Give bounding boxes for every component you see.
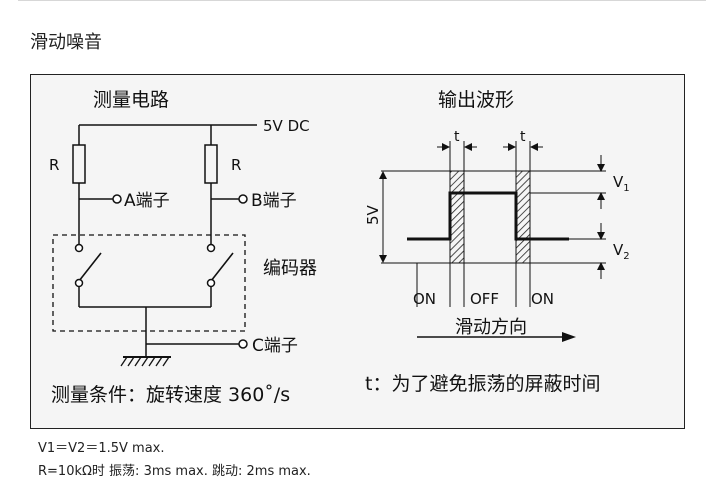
on-right-label: ON — [531, 290, 554, 308]
direction-label: 滑动方向 — [455, 317, 527, 338]
supply-label: 5V DC — [263, 117, 310, 135]
encoder-label: 编码器 — [263, 258, 317, 279]
output-waveform: 输出波形 t t — [364, 89, 630, 395]
diagram-svg: 测量电路 5V DC R A端子 R B端子 编码器 — [49, 89, 630, 406]
left-switch-contact-top — [74, 243, 84, 253]
hatch-band-left — [449, 170, 465, 264]
on-left-label: ON — [413, 290, 436, 308]
terminal-c-node — [238, 339, 248, 349]
right-switch-contact-bottom — [206, 278, 216, 288]
t-marker-right: t — [503, 129, 543, 151]
t-label-left: t — [454, 129, 460, 145]
ground-symbol — [120, 356, 171, 367]
measurement-circuit: 测量电路 5V DC R A端子 R B端子 编码器 — [49, 89, 317, 406]
output-signal — [407, 191, 569, 241]
measurement-condition: 测量条件：旋转速度 360˚/s — [51, 384, 290, 406]
top-divider — [18, 0, 706, 1]
waveform-title: 输出波形 — [438, 89, 514, 111]
terminal-b-node — [238, 194, 248, 204]
amplitude-label: 5V — [364, 204, 382, 225]
spec-line-1: V1＝V2＝1.5V max. — [38, 441, 165, 456]
v1-label: V1 — [613, 173, 630, 194]
terminal-c-label: C端子 — [252, 336, 298, 356]
blanking-note: t：为了避免振荡的屏蔽时间 — [365, 373, 600, 395]
left-switch-blade — [78, 252, 102, 282]
terminal-a-label: A端子 — [124, 191, 170, 211]
hatch-band-right — [515, 170, 531, 264]
circuit-title: 测量电路 — [93, 89, 169, 111]
v2-label: V2 — [613, 241, 630, 262]
spec-line-2: R=10kΩ时 振荡: 3ms max. 跳动: 2ms max. — [38, 464, 311, 479]
resistor-right — [204, 144, 218, 184]
t-marker-left: t — [437, 129, 477, 151]
resistor-left-label: R — [49, 156, 59, 174]
t-label-right: t — [520, 129, 526, 145]
section-title: 滑动噪音 — [30, 32, 102, 53]
diagram-panel: 测量电路 5V DC R A端子 R B端子 编码器 — [30, 74, 685, 429]
direction-arrowhead — [562, 332, 576, 342]
terminal-b-label: B端子 — [251, 191, 297, 211]
resistor-left — [72, 144, 86, 184]
terminal-a-node — [112, 194, 122, 204]
right-switch-contact-top — [206, 243, 216, 253]
left-switch-contact-bottom — [74, 278, 84, 288]
resistor-right-label: R — [231, 156, 241, 174]
right-switch-blade — [210, 252, 234, 282]
off-label: OFF — [470, 290, 499, 308]
